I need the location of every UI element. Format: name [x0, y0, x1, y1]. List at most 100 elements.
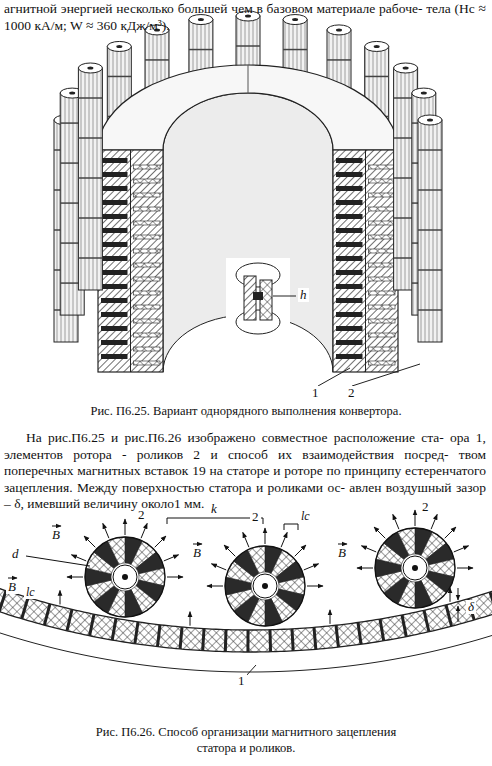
roller-hub [336, 28, 342, 31]
figure-caption: Рис. П6.25. Вариант однорядного выполнен… [0, 404, 492, 419]
magnetic-insert [369, 179, 396, 183]
stator-insert [180, 627, 182, 649]
field-arrow [71, 555, 86, 561]
vector-arrow [193, 544, 202, 545]
magnetic-insert [336, 354, 363, 359]
magnetic-insert [101, 312, 128, 317]
roller-hub [403, 67, 409, 70]
stator-insert [490, 592, 492, 613]
magnetic-insert [336, 158, 363, 163]
callout-number: 2 [420, 500, 431, 514]
roller-insert [236, 45, 260, 47]
magnetic-insert [369, 333, 396, 337]
magnetic-insert [101, 214, 128, 219]
stator-insert [157, 625, 160, 647]
callout-number: 1 [310, 386, 321, 400]
field-arrow [393, 514, 399, 529]
roller-segment [265, 599, 282, 626]
magnetic-insert [101, 284, 128, 289]
converter-figure [54, 11, 442, 386]
stator-insert [135, 622, 138, 644]
field-arrow [167, 577, 183, 578]
vector-label: B [191, 546, 203, 560]
magnetic-insert [336, 228, 363, 233]
roller-top [283, 15, 307, 25]
magnetic-insert [134, 333, 161, 337]
magnetic-insert [101, 256, 128, 261]
field-arrow [281, 532, 287, 547]
dimension-label: δ [466, 600, 476, 614]
roller-hub [427, 119, 433, 122]
stator-insert [67, 609, 72, 630]
magnetic-insert [101, 298, 128, 303]
magnetic-insert [336, 256, 363, 261]
roller-hub [198, 18, 204, 21]
roller-segment [415, 581, 432, 608]
field-arrow [224, 545, 235, 556]
callout-number: 2 [250, 510, 261, 524]
roller-insert [78, 97, 102, 99]
magnetic-insert [101, 200, 128, 205]
stator-insert [292, 629, 293, 651]
magnetic-insert [101, 354, 128, 359]
roller-hub [113, 565, 137, 589]
magnetic-insert [336, 326, 363, 331]
cut-face [333, 150, 398, 372]
roller-section [207, 528, 323, 626]
roller-insert [78, 137, 102, 139]
stator-cut-face [333, 150, 398, 372]
body-paragraph: На рис.П6.25 и рис.П6.26 изображено совм… [4, 430, 486, 513]
roller-top [394, 63, 418, 73]
inset-insert [253, 292, 263, 300]
roller-insert [78, 177, 102, 179]
stator-cut-face [98, 150, 163, 372]
magnetic-insert [369, 263, 396, 267]
roller-hub [87, 67, 93, 70]
dimension-line [284, 524, 298, 530]
roller-hub [116, 45, 122, 48]
roller-insert [418, 189, 442, 191]
callout-number: 1 [236, 674, 247, 688]
field-arrow [445, 527, 456, 538]
roller-top [327, 25, 351, 35]
roller-rim [85, 537, 165, 617]
field-arrow [164, 555, 179, 561]
leader-line [246, 665, 256, 676]
stator-insert [314, 627, 316, 649]
magnetic-insert [369, 361, 396, 365]
roller-insert [418, 229, 442, 231]
roller-insert [418, 309, 442, 311]
magnetic-insert [134, 179, 161, 183]
magnetic-insert [134, 235, 161, 239]
field-arrow [265, 528, 266, 544]
magnetic-insert [134, 361, 161, 365]
magnetic-insert [134, 319, 161, 323]
magnetic-insert [336, 340, 363, 345]
stator-insert [380, 619, 384, 641]
field-arrow [141, 523, 147, 538]
roller-section [67, 519, 183, 617]
roller-segment [398, 528, 415, 555]
vector-label: B [50, 528, 62, 542]
figure-caption: Рис. П6.26. Способ организации магнитног… [86, 724, 406, 756]
stator-insert [203, 629, 204, 651]
field-arrow [211, 564, 226, 570]
field-arrow [357, 568, 373, 569]
magnetic-insert [134, 193, 161, 197]
magnetic-insert [336, 242, 363, 247]
body-paragraph: агнитной энергией несколько большей чем … [4, 1, 486, 34]
stator-insert [90, 614, 94, 636]
roller-insert [365, 76, 389, 78]
field-arrow [330, 610, 331, 624]
magnetic-insert [101, 172, 128, 177]
magnetic-insert [101, 158, 128, 163]
roller-axis [262, 583, 268, 589]
magnetic-insert [369, 207, 396, 211]
field-arrow [457, 568, 473, 569]
field-arrow [207, 586, 223, 587]
roller-hub [421, 92, 427, 95]
field-arrow [361, 546, 376, 552]
dimension-label: lc [299, 510, 312, 523]
leader-line [26, 556, 90, 566]
magnetic-insert [369, 277, 396, 281]
